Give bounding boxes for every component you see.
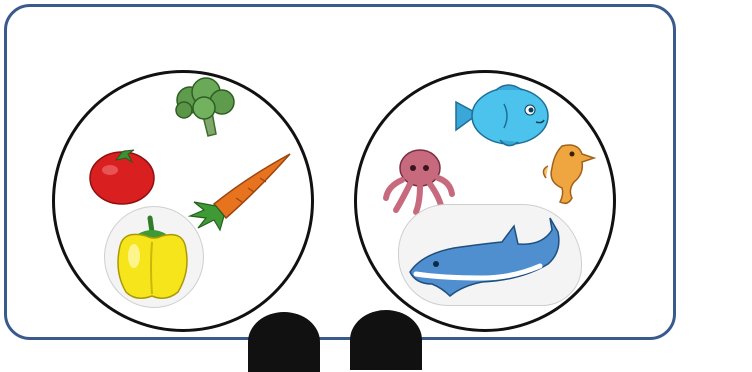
tomato-icon	[86, 140, 158, 206]
broccoli-icon	[168, 76, 240, 140]
bell-pepper-icon	[106, 212, 200, 304]
carrot-icon	[186, 148, 296, 232]
dolphin-icon	[402, 212, 578, 302]
bottom-blob-right	[350, 310, 422, 370]
bottom-blob-left	[248, 312, 320, 372]
seahorse-icon	[538, 138, 598, 210]
